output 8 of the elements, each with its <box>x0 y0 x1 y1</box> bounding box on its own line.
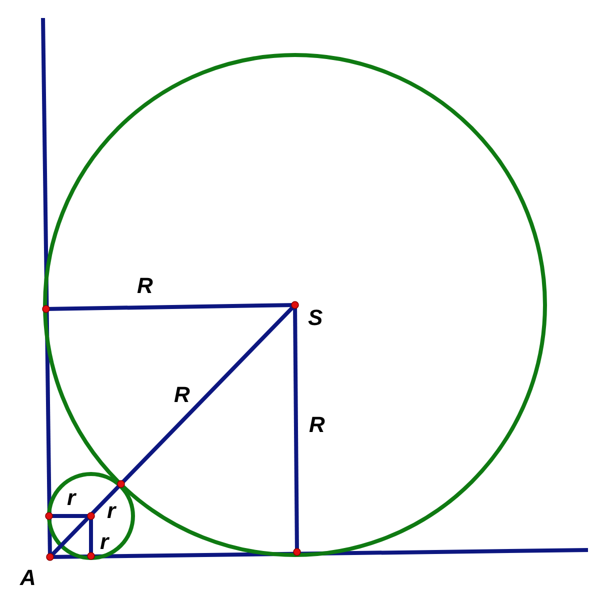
segment-label: R <box>174 382 190 407</box>
point-label: S <box>308 305 323 330</box>
segment-label: R <box>137 273 153 298</box>
point-label: A <box>20 565 36 590</box>
segment-label: r <box>67 485 76 510</box>
segment-label: r <box>100 529 109 554</box>
segment-label: R <box>309 412 325 437</box>
segment-label: r <box>107 498 116 523</box>
